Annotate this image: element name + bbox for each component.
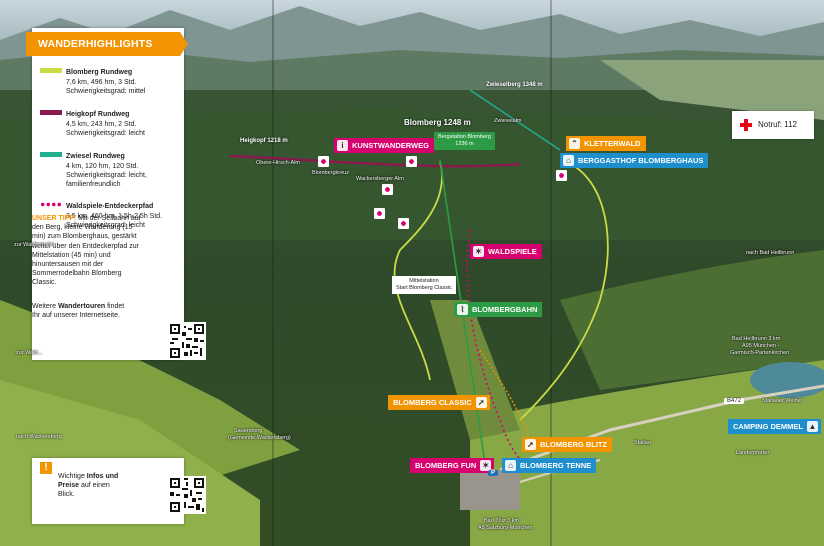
art-pin-icon (382, 184, 393, 195)
info-box: ! Wichtige Infos und Preise auf einen Bl… (32, 458, 184, 524)
place-stallau: Stallau (634, 440, 651, 446)
art-pin-icon (406, 156, 417, 167)
info-text: Wichtige Infos und Preise auf einen Blic… (58, 473, 119, 498)
art-pin-icon (398, 218, 409, 229)
place-zur-wald: zur Wald... (16, 350, 43, 356)
place-gemeinde: (Gemeinde Wackersberg) (228, 435, 291, 441)
route-zwiesel: Zwiesel Rundweg 4 km, 120 hm, 120 Std. S… (40, 152, 180, 189)
label-blomberg-blitz[interactable]: ➚BLOMBERG BLITZ (522, 437, 613, 452)
place-nach-wackersberg: nach Wackersberg (16, 434, 62, 440)
fun-person-icon: ✶ (480, 459, 492, 471)
route-swatch (40, 152, 62, 157)
road-b472: B472 (724, 398, 745, 404)
route-swatch-dotted (40, 202, 62, 207)
emergency-box: Notruf: 112 (732, 111, 814, 139)
parking-sign: P (488, 470, 499, 476)
label-blomberg-tenne[interactable]: ⌂BLOMBERG TENNE (502, 458, 597, 473)
label-camping[interactable]: CAMPING DEMMEL▲ (728, 419, 821, 434)
place-zwieselalm: Zwieselalm (494, 118, 522, 124)
label-blomberg-classic[interactable]: BLOMBERG CLASSIC➚ (388, 395, 490, 410)
place-zur-waldherralm: zur Waldherralm (14, 242, 55, 248)
label-blombergbahn[interactable]: ⌇BLOMBERGBAHN (454, 302, 543, 317)
more-tours-text: Weitere Wandertouren findet Ihr auf unse… (32, 303, 125, 320)
place-sauersberg: Sauersberg (234, 428, 263, 434)
route-swatch (40, 68, 62, 73)
info-icon: ! (40, 462, 52, 474)
label-kletterwald[interactable]: ⌃KLETTERWALD (566, 136, 646, 151)
place-a8: A8 Salzburg-München (478, 525, 533, 531)
toboggan-icon: ➚ (475, 396, 487, 408)
art-pin-icon (374, 208, 385, 219)
qr-code-tours[interactable] (168, 322, 206, 360)
place-garmisch: Garmisch-Partenkirchen (730, 350, 790, 356)
art-pin-icon (556, 170, 567, 181)
place-nach-bad-heilbrunn: nach Bad Heilbrunn (746, 250, 795, 256)
label-berggasthof[interactable]: ⌂BERGGASTHOF BLOMBERGHAUS (560, 153, 709, 168)
place-obere-hirsch-alm: Obere-Hirsch-Alm (256, 160, 301, 166)
place-stallauer-weiher: Stallauer Weiher (762, 398, 803, 404)
place-a95: A95 München - (742, 343, 780, 349)
summit-heigkopf: Heigkopf 1218 m (240, 138, 288, 144)
summit-zwieselberg: Zwieselberg 1348 m (486, 82, 543, 88)
route-blomberg: Blomberg Rundweg 7,6 km, 496 hm, 3 Std. … (40, 68, 180, 96)
place-bad-heilbrunn-dist: Bad Heilbrunn 3 km (732, 336, 781, 342)
route-heigkopf: Heigkopf Rundweg 4,5 km, 243 hm, 2 Std. … (40, 110, 180, 138)
red-cross-icon (740, 119, 752, 131)
tip-text: UNSER TIPP: Mit der Seilbahn auf den Ber… (32, 215, 141, 287)
place-wackersberger-alm: Wackersberger Alm (356, 176, 404, 182)
label-waldspiele[interactable]: ✶WALDSPIELE (470, 244, 542, 259)
climbing-icon: ⌃ (569, 137, 580, 149)
route-waldspiele: Waldspiele-Entdeckerpfad 3,5 km, 460 hm,… (40, 202, 180, 230)
toboggan-icon: ➚ (525, 438, 536, 450)
label-blomberg-fun[interactable]: BLOMBERG FUN✶ (410, 458, 495, 473)
mittelstation-box: Mittelstation Start Blomberg Classic (392, 276, 456, 294)
place-landerpfarrer: Landerpfarrer (736, 450, 770, 456)
restaurant-icon: ⌂ (563, 154, 574, 166)
info-person-icon: i (337, 139, 348, 151)
art-pin-icon (318, 156, 329, 167)
place-blombergkreuz: Blombergkreuz (312, 170, 349, 176)
chairlift-icon: ⌇ (457, 303, 468, 315)
bergstation-box: Bergstation Blomberg 1236 m (434, 132, 495, 150)
restaurant-icon: ⌂ (505, 459, 516, 471)
play-person-icon: ✶ (473, 245, 484, 257)
legend-panel: WANDERHIGHLIGHTS Blomberg Rundweg 7,6 km… (26, 28, 188, 360)
summit-blomberg: Blomberg 1248 m (404, 118, 471, 127)
panel-title: WANDERHIGHLIGHTS (26, 32, 188, 56)
tent-icon: ▲ (807, 420, 818, 432)
place-bad-toelz: Bad Tölz 3 km (484, 518, 520, 524)
qr-code-info[interactable] (168, 476, 206, 514)
route-swatch (40, 110, 62, 115)
